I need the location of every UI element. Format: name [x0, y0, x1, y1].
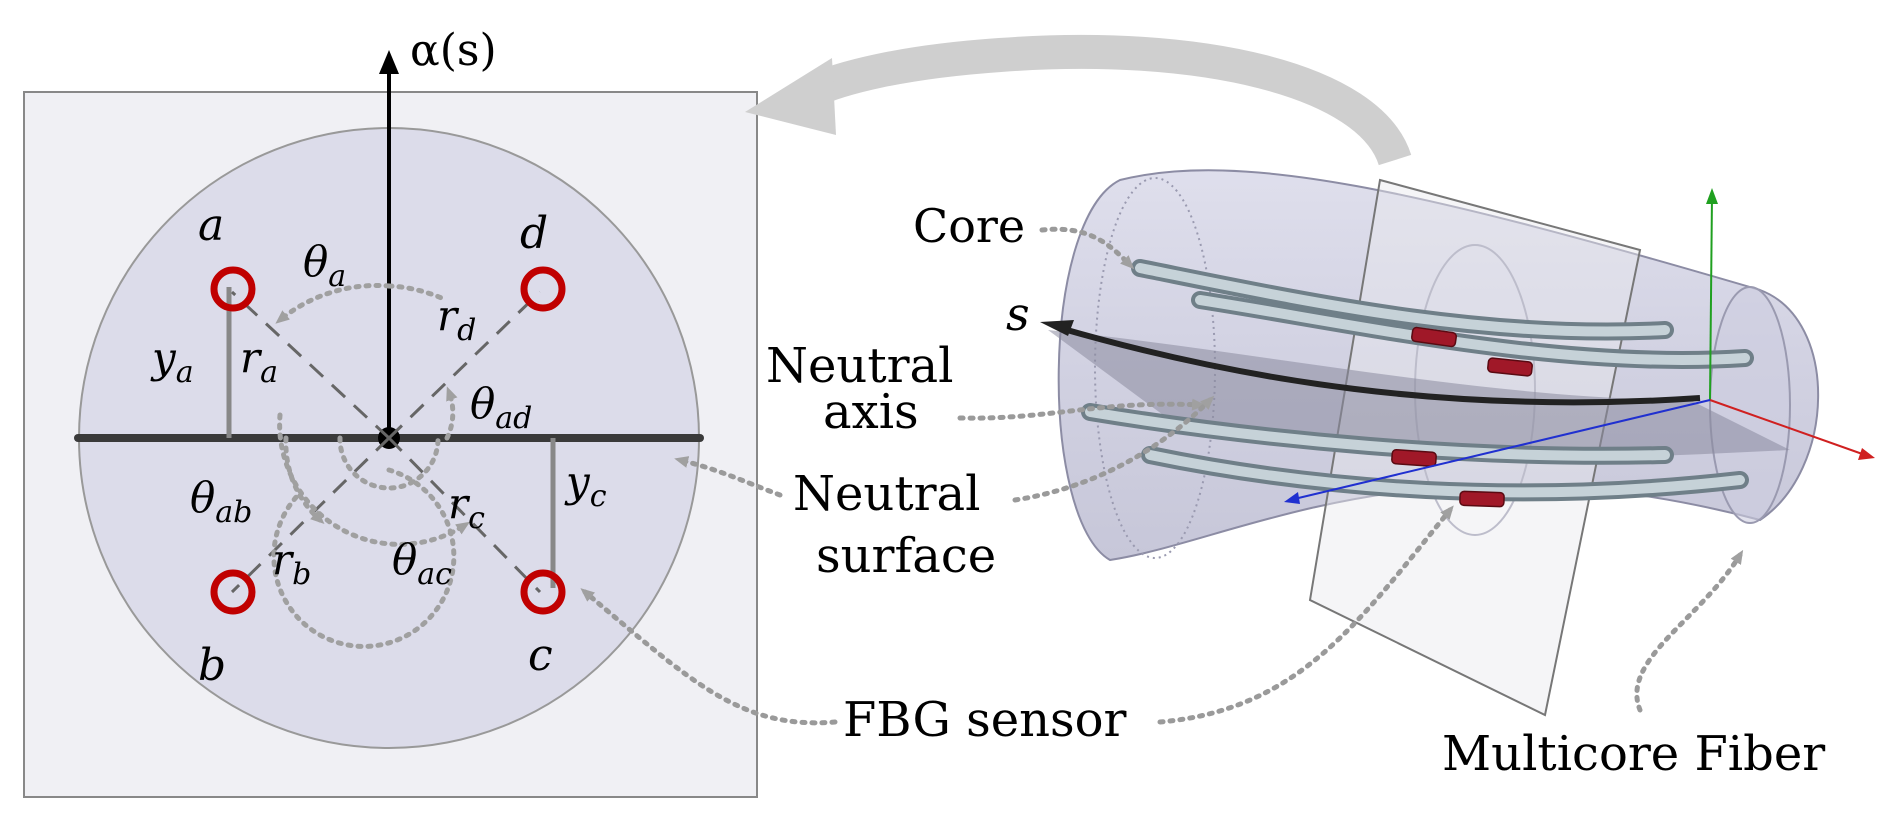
core-d-marker — [520, 266, 566, 312]
neutral-surface-label-line2: surface — [816, 528, 996, 584]
r-a-label: ra — [240, 333, 278, 390]
r-b-label: rb — [272, 535, 311, 592]
neutral-axis-label-line1: Neutral — [766, 338, 954, 394]
y-axis-green — [1709, 194, 1713, 401]
fbg-sensor-label: FBG sensor — [843, 692, 1127, 748]
neutral-axis-label-line2: axis — [823, 384, 919, 440]
y-c-label: yc — [564, 457, 607, 514]
core-label: Core — [913, 199, 1025, 253]
theta-a-label: θa — [303, 237, 346, 294]
projection-arrowhead — [745, 58, 836, 135]
neutral-surface-label-line1: Neutral — [793, 466, 981, 522]
theta-ac-label: θac — [392, 535, 452, 592]
x-axis-red — [1709, 399, 1869, 457]
core-c-marker — [520, 569, 566, 615]
neutral-axis-pointer — [957, 398, 1206, 421]
r-d-label: rd — [437, 291, 476, 348]
neutral-surface-pointer-right — [1012, 395, 1215, 503]
multicore-fiber-pointer — [1634, 549, 1744, 713]
fbg-markers — [1391, 326, 1533, 508]
core-b-label: b — [198, 640, 226, 691]
core-pointer — [1039, 226, 1135, 270]
s-label: s — [1006, 287, 1030, 341]
fiber-cores — [1081, 259, 1754, 502]
theta-ab-label: θab — [190, 473, 252, 530]
fbg-pointer-right — [1157, 505, 1454, 725]
fbg-pointer-left — [580, 588, 838, 726]
core-a-label: a — [198, 200, 224, 251]
z-axis-blue — [1289, 399, 1711, 501]
core-d-label: d — [520, 208, 548, 259]
angle-arcs — [271, 283, 471, 649]
neutral-surface-pointer-left — [674, 456, 783, 498]
neutral-axis-3d — [1059, 325, 1701, 406]
r-c-label: rc — [448, 479, 485, 536]
core-c-label: c — [528, 630, 553, 681]
y-a-label: ya — [150, 333, 194, 390]
radius-lines — [230, 290, 542, 594]
theta-ad-label: θad — [470, 379, 532, 436]
projection-arrow — [802, 34, 1412, 167]
alpha-label: α(s) — [410, 25, 497, 76]
multicore-fiber-label: Multicore Fiber — [1442, 726, 1825, 782]
core-b-marker — [210, 569, 256, 615]
core-a-marker — [210, 266, 256, 312]
